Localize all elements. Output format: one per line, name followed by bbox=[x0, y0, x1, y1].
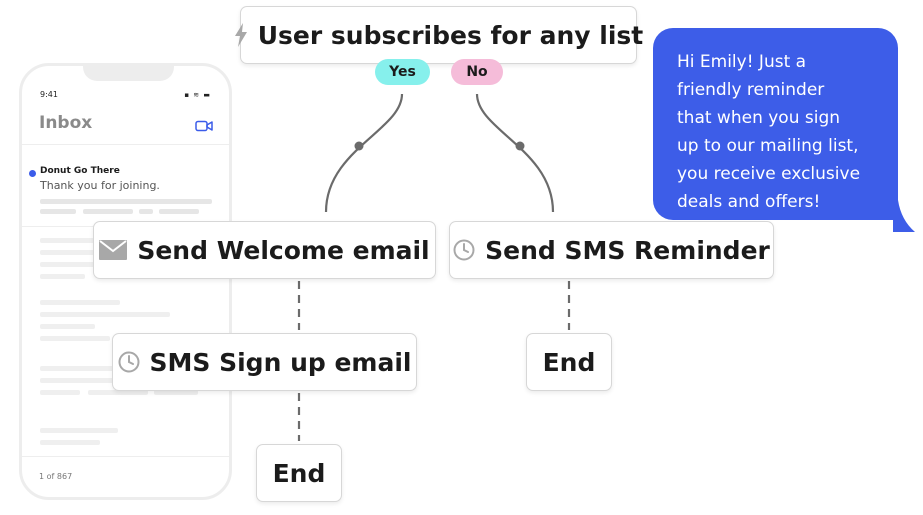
lightning-icon bbox=[234, 23, 248, 47]
inbox-title: Inbox bbox=[39, 113, 93, 133]
placeholder-line bbox=[40, 366, 160, 371]
end-label: End bbox=[272, 458, 326, 488]
branch-yes[interactable]: Yes bbox=[375, 59, 430, 85]
sms-bubble: Hi Emily! Just a friendly reminder that … bbox=[653, 28, 898, 220]
placeholder-line bbox=[40, 300, 120, 305]
phone-mockup: 9:41 ▪ ≋ ▬ Inbox Donut Go There Thank yo… bbox=[19, 63, 232, 500]
sms-line: Hi Emily! Just a bbox=[677, 52, 807, 72]
status-icons: ▪ ≋ ▬ bbox=[184, 91, 211, 99]
end-label: End bbox=[542, 347, 596, 377]
placeholder-line bbox=[40, 312, 170, 317]
trigger-node[interactable]: User subscribes for any list bbox=[234, 6, 643, 64]
sms-line: that when you sign bbox=[677, 108, 841, 128]
placeholder-line bbox=[40, 262, 100, 267]
send-welcome-email-label: Send Welcome email bbox=[137, 235, 430, 265]
trigger-label: User subscribes for any list bbox=[257, 20, 644, 50]
placeholder-line bbox=[40, 336, 110, 341]
video-camera-icon[interactable] bbox=[195, 117, 213, 136]
sms-signup-email-label: SMS Sign up email bbox=[149, 347, 412, 377]
sms-signup-email-node[interactable]: SMS Sign up email bbox=[112, 333, 417, 391]
send-welcome-email-node[interactable]: Send Welcome email bbox=[93, 221, 436, 279]
placeholder-line bbox=[159, 209, 199, 214]
status-time: 9:41 bbox=[40, 90, 58, 99]
sms-line: deals and offers! bbox=[677, 192, 821, 212]
send-sms-reminder-node[interactable]: Send SMS Reminder bbox=[449, 221, 774, 279]
unread-dot bbox=[29, 170, 36, 177]
envelope-icon bbox=[99, 240, 128, 260]
placeholder-line bbox=[83, 209, 133, 214]
connector-dot bbox=[354, 141, 364, 151]
sms-line: up to our mailing list, bbox=[677, 136, 859, 156]
placeholder-line bbox=[40, 209, 76, 214]
placeholder-line bbox=[154, 390, 198, 395]
divider bbox=[22, 144, 229, 145]
placeholder-line bbox=[40, 440, 100, 445]
message-sender[interactable]: Donut Go There bbox=[40, 166, 120, 176]
end-node-left[interactable]: End bbox=[256, 444, 342, 502]
phone-notch bbox=[83, 66, 174, 81]
placeholder-line bbox=[40, 238, 140, 243]
branch-no[interactable]: No bbox=[451, 59, 503, 85]
send-sms-reminder-label: Send SMS Reminder bbox=[485, 235, 770, 265]
bubble-tail bbox=[893, 200, 915, 232]
placeholder-line bbox=[40, 274, 85, 279]
no-connector bbox=[475, 93, 555, 213]
placeholder-line bbox=[40, 428, 118, 433]
sms-line: friendly reminder bbox=[677, 80, 825, 100]
placeholder-line bbox=[88, 390, 148, 395]
end-node-right[interactable]: End bbox=[526, 333, 612, 391]
placeholder-line bbox=[40, 390, 80, 395]
connector-dot bbox=[515, 141, 525, 151]
yes-connector bbox=[324, 93, 404, 213]
message-preview[interactable]: Thank you for joining. bbox=[40, 179, 160, 192]
divider bbox=[22, 456, 229, 457]
clock-icon bbox=[453, 239, 475, 261]
sms-line: you receive exclusive bbox=[677, 164, 861, 184]
placeholder-line bbox=[139, 209, 153, 214]
page-count: 1 of 867 bbox=[39, 472, 73, 481]
placeholder-line bbox=[40, 199, 212, 204]
placeholder-line bbox=[40, 324, 95, 329]
clock-icon bbox=[118, 351, 140, 373]
